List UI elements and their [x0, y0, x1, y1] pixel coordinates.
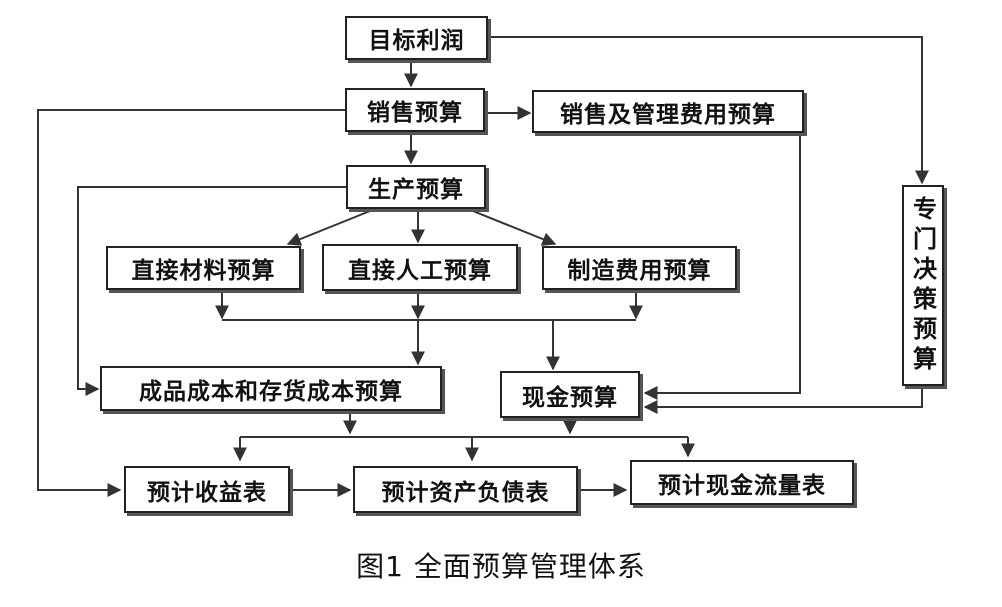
sales-budget-node: 销售预算: [345, 88, 485, 132]
target-profit-node: 目标利润: [345, 16, 488, 60]
projected-income-statement-node: 预计收益表: [124, 466, 290, 513]
edge-production-to-overhead: [467, 208, 557, 246]
edge-sales-to-income-statement: [37, 109, 345, 497]
edge-special-to-cash: [643, 386, 923, 414]
direct-material-budget-node: 直接材料预算: [106, 246, 301, 290]
figure-caption: 图1 全面预算管理体系: [356, 550, 646, 583]
edge-selling-admin-to-cash: [643, 133, 801, 400]
finished-goods-inventory-budget-node: 成品成本和存货成本预算: [100, 366, 442, 411]
selling-admin-budget-node: 销售及管理费用预算: [532, 90, 804, 133]
projected-cash-flow-statement-node: 预计现金流量表: [630, 460, 854, 505]
special-decision-budget-node: 专门决策预算: [902, 185, 944, 386]
manufacturing-overhead-budget-node: 制造费用预算: [542, 246, 737, 290]
edge-production-to-material: [286, 208, 376, 246]
cash-budget-node: 现金预算: [500, 371, 640, 418]
edge-target-to-special: [488, 36, 929, 185]
projected-balance-sheet-node: 预计资产负债表: [353, 466, 578, 513]
direct-labor-budget-node: 直接人工预算: [322, 244, 518, 291]
edge-production-to-finished-goods: [77, 186, 346, 396]
production-budget-node: 生产预算: [346, 165, 486, 209]
